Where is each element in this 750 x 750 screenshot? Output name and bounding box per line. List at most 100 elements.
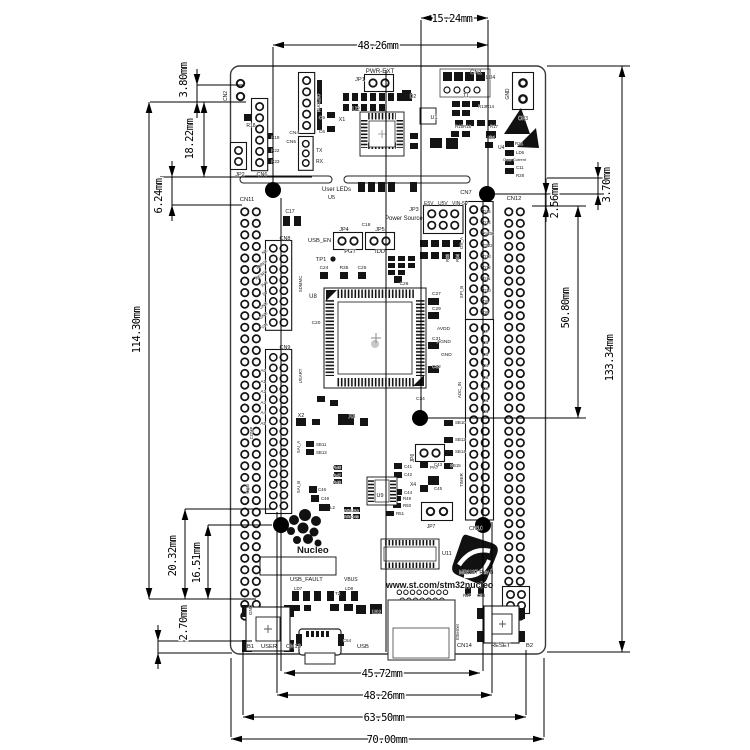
silkscreen-label: A5 bbox=[260, 421, 266, 426]
pin bbox=[369, 236, 379, 246]
smd-pad bbox=[410, 182, 417, 192]
pin bbox=[233, 156, 244, 167]
silkscreen-label: USB_EN bbox=[308, 238, 331, 244]
silkscreen-label: C43 bbox=[434, 462, 443, 467]
smd-pad bbox=[452, 101, 460, 107]
pin bbox=[251, 345, 261, 355]
smd-pad bbox=[428, 298, 439, 305]
smd-pad bbox=[477, 120, 485, 126]
pin bbox=[251, 449, 261, 459]
silkscreen-label: LD8 bbox=[345, 586, 354, 591]
dim-left-6-24: 6.24mm bbox=[152, 161, 242, 221]
silkscreen-label: U9 bbox=[376, 493, 383, 499]
silkscreen-label: X1 bbox=[339, 117, 346, 123]
smd-pad bbox=[370, 93, 376, 101]
dim-bottom-48-26: 48.26mm bbox=[276, 512, 493, 704]
pin bbox=[368, 78, 378, 88]
pin bbox=[255, 124, 265, 134]
silkscreen-label: C64 bbox=[343, 638, 352, 643]
smd-pad bbox=[453, 240, 461, 247]
pin bbox=[255, 135, 265, 145]
smd-pad bbox=[378, 182, 385, 192]
reset-button-b2 bbox=[477, 605, 525, 644]
silkscreen-label: R18 bbox=[246, 123, 255, 129]
silkscreen-label: X3 bbox=[349, 414, 356, 420]
smd-pad bbox=[314, 591, 321, 601]
dimension-value: 63.50mm bbox=[364, 712, 405, 724]
dimension-value: 114.30mm bbox=[131, 307, 143, 354]
pin bbox=[469, 369, 479, 379]
pin bbox=[268, 363, 278, 373]
smd-pad bbox=[330, 400, 338, 406]
pin bbox=[240, 472, 250, 482]
silkscreen-label: CN2 bbox=[223, 91, 229, 101]
pin bbox=[469, 507, 479, 517]
silkscreen-label: D2 bbox=[410, 94, 417, 100]
pin bbox=[279, 395, 289, 405]
silkscreen-label: R19 bbox=[271, 135, 280, 140]
smd-pad bbox=[444, 450, 453, 456]
smd-pad bbox=[370, 604, 382, 614]
silkscreen-label: C53 bbox=[477, 593, 486, 598]
jumper-jp1 bbox=[363, 73, 395, 93]
silkscreen-label: SB13 bbox=[316, 450, 327, 455]
pin bbox=[240, 553, 250, 563]
pin bbox=[251, 322, 261, 332]
smd-pad bbox=[408, 263, 415, 268]
silkscreen-label: D6 bbox=[483, 340, 489, 345]
pin bbox=[515, 230, 525, 240]
pin bbox=[301, 139, 310, 148]
pin bbox=[380, 78, 390, 88]
silkscreen-label: U12 bbox=[372, 610, 381, 616]
pin bbox=[469, 250, 479, 260]
pin bbox=[469, 323, 479, 333]
dim-bottom-45-72: 45.72mm bbox=[280, 198, 484, 682]
pin bbox=[469, 284, 479, 294]
pin bbox=[268, 296, 278, 306]
silkscreen-label: JP2 bbox=[235, 172, 244, 178]
pin bbox=[436, 589, 442, 596]
smd-pad bbox=[444, 463, 453, 469]
pin bbox=[279, 501, 289, 511]
silkscreen-label: TX bbox=[316, 148, 323, 154]
pin bbox=[301, 159, 310, 167]
pin bbox=[279, 307, 289, 317]
smd-pad bbox=[428, 342, 439, 349]
silkscreen-label: I2S_A bbox=[459, 237, 464, 249]
pin bbox=[504, 507, 514, 517]
pin bbox=[515, 288, 525, 298]
pin bbox=[515, 415, 525, 425]
smd-pad bbox=[394, 463, 402, 469]
pin bbox=[279, 448, 289, 458]
smd-pad bbox=[266, 133, 273, 139]
silkscreen-label: CN8 bbox=[279, 236, 290, 242]
silkscreen-label: LD6 bbox=[516, 150, 525, 155]
pin bbox=[251, 576, 261, 586]
pin bbox=[240, 392, 250, 402]
nucleo-logo bbox=[287, 509, 322, 547]
dimension-annotations: 15.24mm48.26mm3.80mm18.22mm6.24mm114.30m… bbox=[130, 12, 630, 748]
silkscreen-label: C6 bbox=[319, 129, 325, 135]
smd-pad bbox=[358, 182, 365, 192]
silkscreen-label: AGND bbox=[437, 339, 451, 345]
pin bbox=[469, 449, 479, 459]
pin bbox=[240, 345, 250, 355]
pin bbox=[251, 299, 261, 309]
smd-pad bbox=[453, 252, 461, 259]
silkscreen-label: T2 bbox=[335, 591, 341, 596]
pin bbox=[268, 416, 278, 426]
smd-pad bbox=[344, 604, 353, 611]
pin bbox=[504, 392, 514, 402]
connector-cn7-zio bbox=[464, 200, 494, 321]
silkscreen-label: PA7 bbox=[430, 465, 439, 470]
silkscreen-label: RX bbox=[316, 159, 324, 165]
silkscreen-label: SDMMC bbox=[298, 276, 303, 293]
pin bbox=[518, 78, 528, 88]
pin bbox=[469, 227, 479, 237]
pin bbox=[251, 380, 261, 390]
pin bbox=[504, 357, 514, 367]
smd-pad bbox=[444, 420, 453, 426]
pin bbox=[251, 218, 261, 228]
smd-pad bbox=[431, 240, 439, 247]
